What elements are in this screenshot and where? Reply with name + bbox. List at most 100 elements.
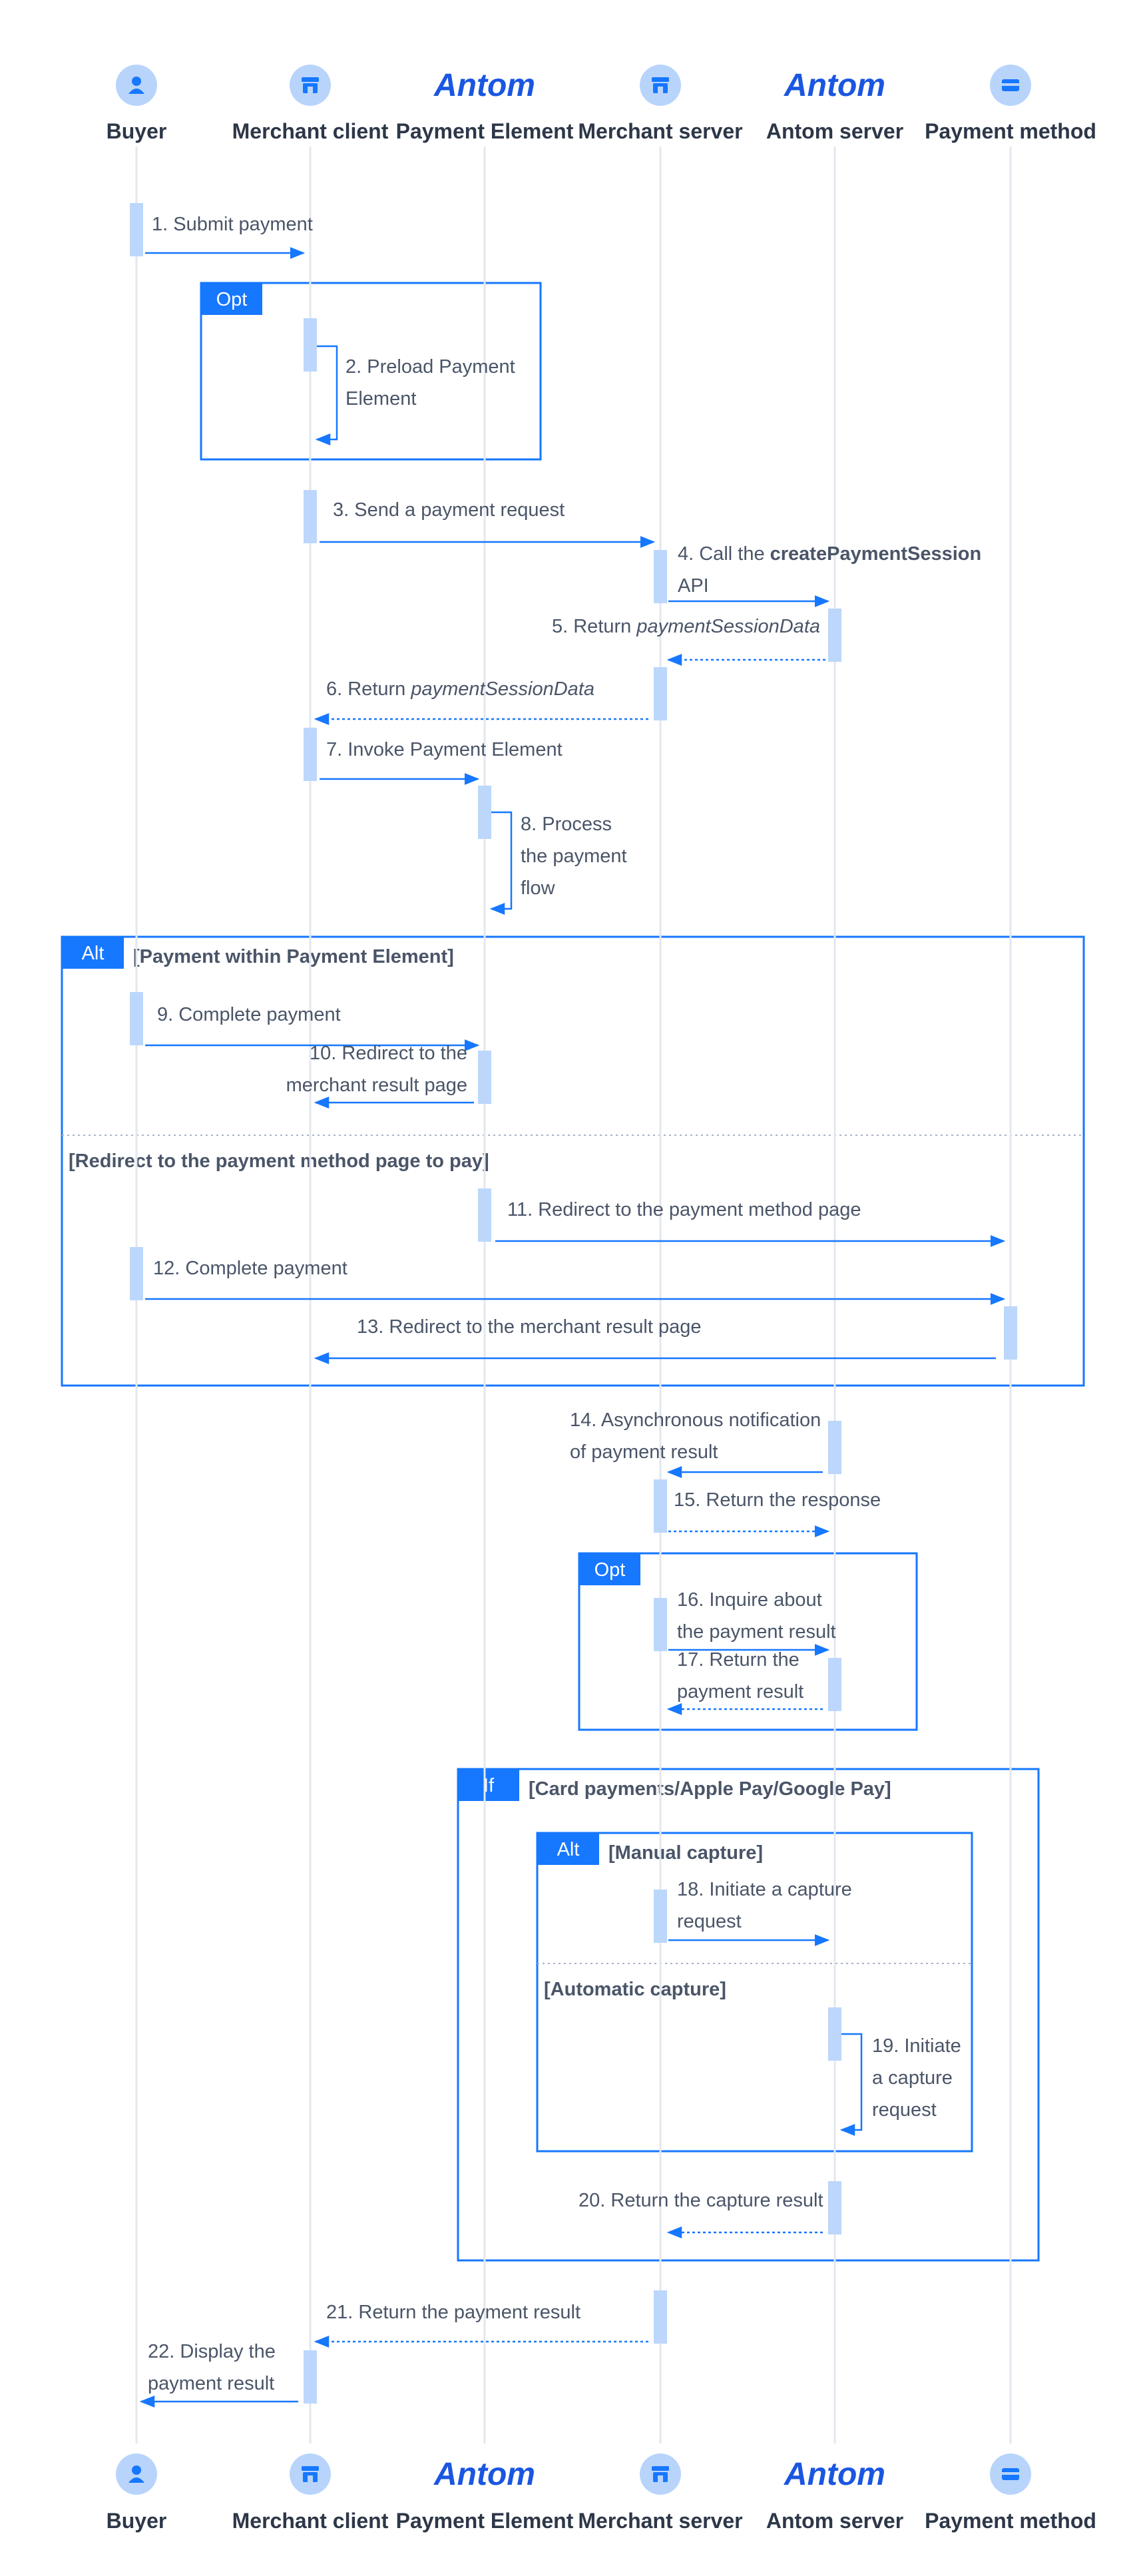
fragment-tag	[201, 283, 262, 315]
activation-bar	[1004, 1306, 1017, 1360]
message-label: 6. Return paymentSessionData	[326, 678, 594, 700]
fragment-alt1: Alt [Payment within Payment Element] [Redi…	[61, 935, 1085, 1387]
message-12: 12. Complete payment	[145, 1258, 1006, 1305]
message-label: 13. Redirect to the merchant result page	[357, 1316, 701, 1338]
activation-bar	[828, 2181, 841, 2234]
fragment-tag-label: If	[483, 1775, 495, 1796]
fragment-condition: [Card payments/Apple Pay/Google Pay]	[529, 1778, 891, 1800]
message-label: 1. Submit payment	[152, 214, 313, 235]
activation-bar	[478, 1188, 491, 1242]
participant-payment-method-top: Payment method	[925, 65, 1096, 143]
fragment-condition: [Payment within Payment Element]	[133, 946, 454, 967]
message-label: 12. Complete payment	[153, 1258, 347, 1279]
fragment-tag-label: Opt	[594, 1559, 626, 1581]
store-icon	[652, 77, 669, 93]
activation-bar	[654, 667, 667, 720]
participant-merchant-client-top: Merchant client	[232, 65, 389, 143]
participant-payment-method-bottom: Payment method	[925, 2453, 1096, 2533]
fragment-tag-label: Alt	[557, 1839, 580, 1860]
store-icon	[302, 2466, 319, 2482]
antom-logo-icon: Antom	[784, 2457, 885, 2492]
card-icon	[1002, 79, 1019, 91]
message-11: 11. Redirect to the payment method page	[495, 1199, 1006, 1247]
activation-bar	[304, 2350, 317, 2404]
message-5: 5. Return paymentSessionData	[552, 616, 825, 666]
fragment-tag-label: Opt	[216, 289, 248, 310]
participant-label: Merchant client	[232, 2509, 389, 2533]
activation-bar	[828, 1658, 841, 1711]
participant-label: Payment method	[925, 119, 1096, 143]
message-20: 20. Return the capture result	[578, 2190, 823, 2238]
fragment-else-condition: [Redirect to the payment method page to …	[69, 1151, 489, 1172]
fragment-tag	[62, 937, 124, 969]
fragment-tag-label: Alt	[82, 943, 105, 964]
participant-merchant-server-bottom: Merchant server	[578, 2453, 743, 2533]
self-message-arrow	[839, 2033, 863, 2136]
card-icon	[1002, 2468, 1019, 2480]
message-1: 1. Submit payment	[145, 214, 313, 259]
participant-label: Buyer	[107, 2509, 167, 2533]
store-icon	[302, 77, 319, 93]
activation-bar	[130, 1247, 143, 1300]
message-3: 3. Send a payment request	[320, 499, 656, 548]
message-label: 3. Send a payment request	[333, 499, 565, 521]
activation-bar	[478, 1051, 491, 1104]
self-message-arrow	[315, 345, 338, 445]
message-label: 11. Redirect to the payment method page	[507, 1199, 861, 1220]
activation-bar	[304, 318, 317, 372]
message-label: 15. Return the response	[674, 1489, 881, 1511]
fragment-tag	[537, 1833, 599, 1865]
activation-bar	[654, 550, 667, 603]
participant-label: Payment method	[925, 2509, 1096, 2533]
message-label: 20. Return the capture result	[578, 2190, 823, 2211]
antom-logo-icon: Antom	[784, 68, 885, 103]
user-icon	[128, 77, 144, 94]
message-label: 21. Return the payment result	[326, 2302, 580, 2323]
activation-bar	[828, 1421, 841, 1474]
participant-label: Buyer	[107, 119, 167, 143]
fragment-tag	[458, 1769, 519, 1801]
participant-label: Antom server	[766, 2509, 903, 2533]
participant-merchant-client-bottom: Merchant client	[232, 2453, 389, 2533]
participant-label: Payment Element	[396, 2509, 574, 2533]
fragment-condition: [Manual capture]	[608, 1842, 763, 1864]
activation-bar	[828, 2007, 841, 2061]
activation-bar	[654, 1479, 667, 1533]
participant-label: Merchant client	[232, 119, 389, 143]
participant-buyer-top: Buyer	[107, 65, 167, 143]
participant-label: Payment Element	[396, 119, 574, 143]
participant-label: Merchant server	[578, 2509, 742, 2533]
activation-bar	[478, 786, 491, 839]
activation-bar	[654, 1890, 667, 1943]
activation-bar	[130, 992, 143, 1045]
activation-bar	[654, 2290, 667, 2344]
fragment-if1: If [Card payments/Apple Pay/Google Pay]	[457, 1768, 1040, 2262]
participant-label: Merchant server	[578, 119, 742, 143]
self-message-arrow	[489, 811, 513, 915]
fragment-else-condition: [Automatic capture]	[544, 1979, 726, 2000]
participant-merchant-server-top: Merchant server	[578, 65, 743, 143]
activation-bar	[304, 490, 317, 543]
antom-logo-icon: Antom	[433, 68, 535, 103]
antom-logo-icon: Antom	[433, 2457, 535, 2492]
